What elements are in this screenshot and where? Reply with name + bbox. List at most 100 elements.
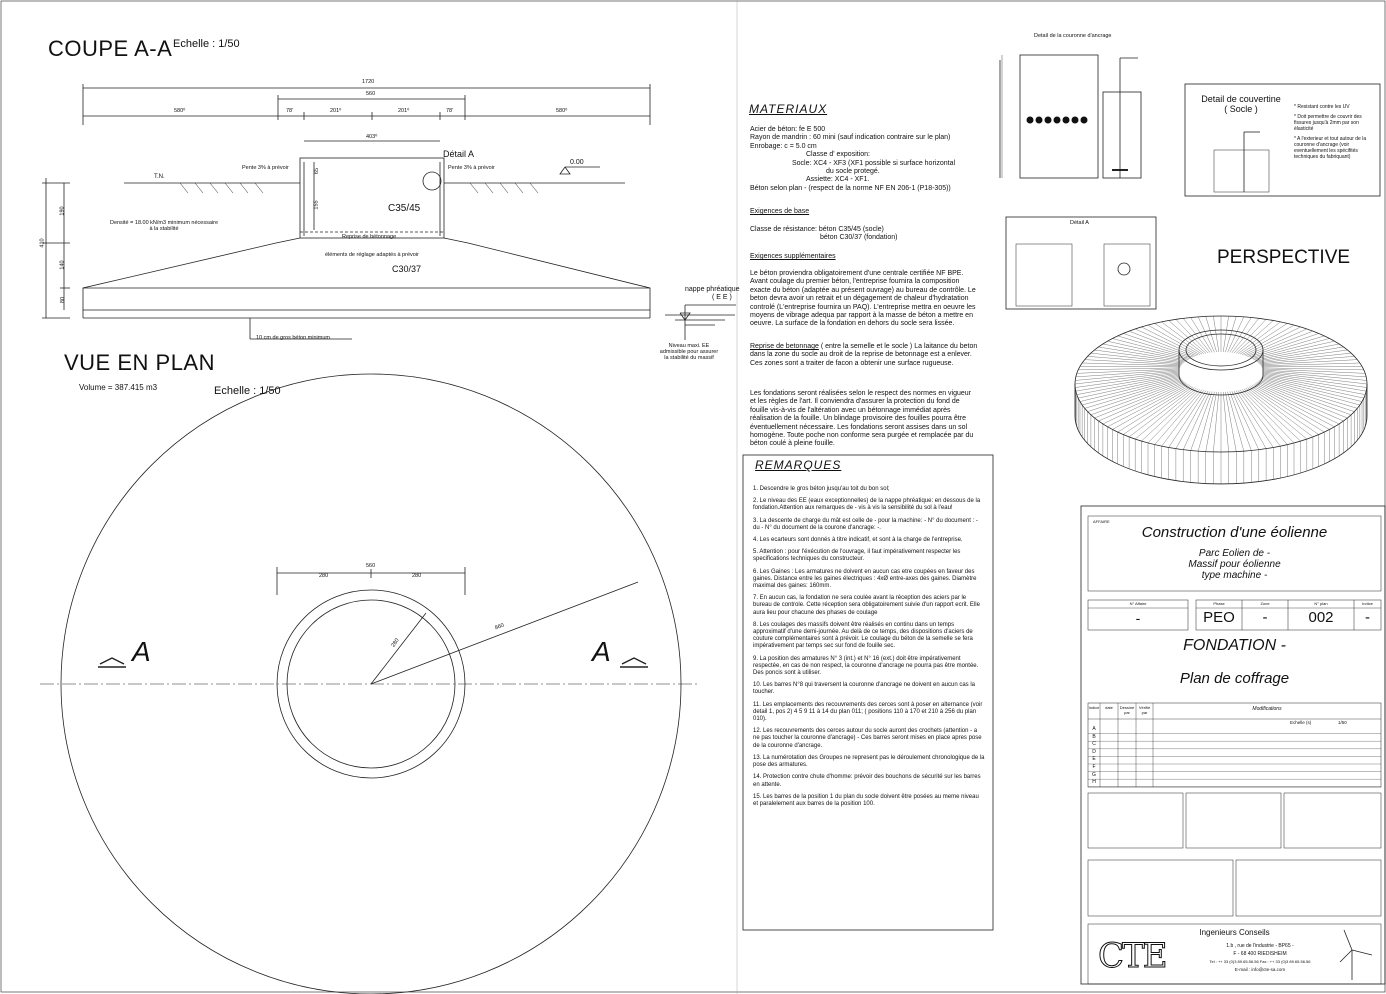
mod-row-index: B: [1092, 733, 1096, 740]
foundation-text: Les fondations seront réalisées selon le…: [750, 390, 974, 448]
doc-title: FONDATION -: [1183, 637, 1286, 654]
indice-value: -: [1365, 609, 1370, 626]
remark-item: 8. Les coulages des massifs doivent être…: [753, 621, 973, 650]
perspective-ray: [1078, 367, 1180, 371]
dim-65: 65: [314, 167, 321, 175]
couverture-sub: ( Socle ): [1224, 104, 1258, 114]
perspective-ray: [1075, 370, 1180, 381]
perspective-ray: [1141, 388, 1199, 442]
remark-item: 2. Le niveau des EE (eaux exceptionnelle…: [753, 498, 981, 512]
base-block: Classe de résistance: béton C35/45 (socl…: [750, 226, 980, 243]
perspective-ray: [1075, 372, 1180, 388]
perspective-ray: [1260, 378, 1358, 409]
reprise-title: Reprise de betonnage: [750, 343, 819, 350]
perspective-ray: [1123, 333, 1193, 358]
perspective-ray: [1129, 387, 1195, 437]
remark-item: 12. Les recouvrements des cerces autour …: [753, 728, 982, 749]
dim-410: 410: [39, 238, 46, 248]
remarks-title: REMARQUES: [755, 458, 842, 472]
perspective-ray: [1090, 352, 1184, 364]
couronne-title: Detail de la couronne d'ancrage: [1034, 33, 1112, 39]
mod-rows: A B C D E F G H: [1088, 726, 1100, 787]
perspective-ray: [1082, 378, 1182, 406]
couverture-note: * Doit permettre de couvrir des fissures…: [1294, 114, 1362, 132]
perspective-ray: [1082, 362, 1182, 366]
echelle-value: 1/50: [1338, 720, 1347, 725]
perspective-ray: [1262, 373, 1367, 392]
perspective-ray: [1094, 381, 1185, 419]
dim-155: 155: [313, 200, 320, 210]
perspective-ray: [1257, 349, 1348, 363]
perspective-ray: [1253, 384, 1335, 427]
perspective-ray: [1243, 326, 1301, 356]
mat-line: Socle: XC4 - XF3 (XF1 possible si surfac…: [792, 159, 956, 167]
perspective-ray: [1241, 389, 1295, 444]
perspective-ray: [1259, 356, 1355, 365]
perspective-ray: [1112, 385, 1190, 430]
reglage-label: éléments de réglage adaptés à prévoir: [325, 252, 419, 258]
dim-201-right: 201⁰: [398, 108, 410, 114]
mod-header-indice: Indice: [1088, 705, 1100, 710]
perspective-ray: [1259, 379, 1355, 412]
mod-row-index: A: [1092, 726, 1096, 732]
perspective-ray: [1261, 377, 1363, 402]
perspective-ray: [1175, 319, 1209, 354]
dim-left: 580⁰: [174, 108, 186, 114]
phase-label: Phase: [1213, 601, 1225, 606]
perspective-ray: [1252, 385, 1330, 430]
density-label: Densité = 18.00 kN/m3 minimum nécessaire…: [109, 220, 219, 232]
perspective-ray: [1078, 375, 1180, 399]
dim-total: 1720: [362, 79, 375, 85]
project-subtitle: Parc Eolien de - Massif pour éolienne ty…: [1088, 548, 1381, 581]
remark-item: 4. Les ecarteurs sont donnés à titre ind…: [753, 537, 963, 544]
remark-item: 7. En aucun cas, la fondation ne sera co…: [753, 595, 980, 616]
mat-line: du socle protegé.: [826, 168, 880, 176]
perspective-ray: [1225, 391, 1237, 452]
perspective-ray: [1117, 335, 1192, 359]
echelle-label: Echelle (s): [1290, 720, 1312, 725]
perspective-ray: [1235, 320, 1274, 354]
mod-header-dessine: Dessiné par: [1119, 705, 1135, 715]
perspective-ray: [1233, 390, 1267, 449]
perspective-ray: [1205, 391, 1217, 452]
mod-row-index: E: [1092, 756, 1096, 763]
reprise-block: Reprise de betonnage ( entre la semelle …: [750, 343, 978, 368]
perspective-ray: [1074, 371, 1180, 385]
mod-row-index: D: [1092, 748, 1096, 755]
perspective-ray: [1213, 316, 1219, 353]
plan-volume: Volume = 387.415 m3: [79, 383, 158, 392]
remark-item: 1. Descendre le gros béton jusqu'au toit…: [753, 486, 890, 492]
mat-line: Acier de béton: fe E 500: [750, 126, 826, 133]
perspective-ray: [1084, 359, 1182, 366]
perspective-ray: [1245, 328, 1307, 356]
section-scale: Echelle : 1/50: [173, 38, 240, 50]
perspective-ray: [1250, 385, 1325, 433]
mat-line: Assiette: XC4 - XF1.: [806, 176, 870, 184]
remark-item: 6. Les Gaines : Les armatures ne doivent…: [753, 568, 977, 590]
perspective-ray: [1262, 369, 1367, 378]
remarks-list: 1. Descendre le gros béton jusqu'au toit…: [753, 486, 985, 813]
perspective-ray: [1245, 388, 1307, 440]
perspective-ray: [1102, 343, 1188, 361]
perspective-ray: [1183, 391, 1211, 450]
perspective-ray: [1262, 374, 1366, 395]
perspective-ray: [1090, 380, 1184, 416]
perspective-ray: [1235, 390, 1274, 448]
perspective-ray: [1079, 377, 1181, 402]
perspective-ray: [1256, 346, 1344, 362]
perspective-ray: [1129, 330, 1195, 357]
perspective-ray: [1147, 324, 1201, 355]
dim-80: 80: [60, 296, 67, 304]
ee-label: ( E E ): [712, 294, 732, 301]
c35-label: C35/45: [388, 203, 421, 214]
perspective-ray: [1247, 387, 1313, 437]
mod-row-index: C: [1092, 741, 1096, 748]
perspective-ray: [1237, 390, 1281, 447]
niveau-label: Niveau maxi. EE admissible pour assurer …: [659, 343, 719, 361]
perspective-ray: [1239, 389, 1288, 445]
perspective-ray: [1198, 316, 1215, 353]
perspective-ray: [1262, 372, 1367, 388]
perspective-ray: [1227, 316, 1244, 353]
perspective-ray: [1112, 338, 1190, 359]
